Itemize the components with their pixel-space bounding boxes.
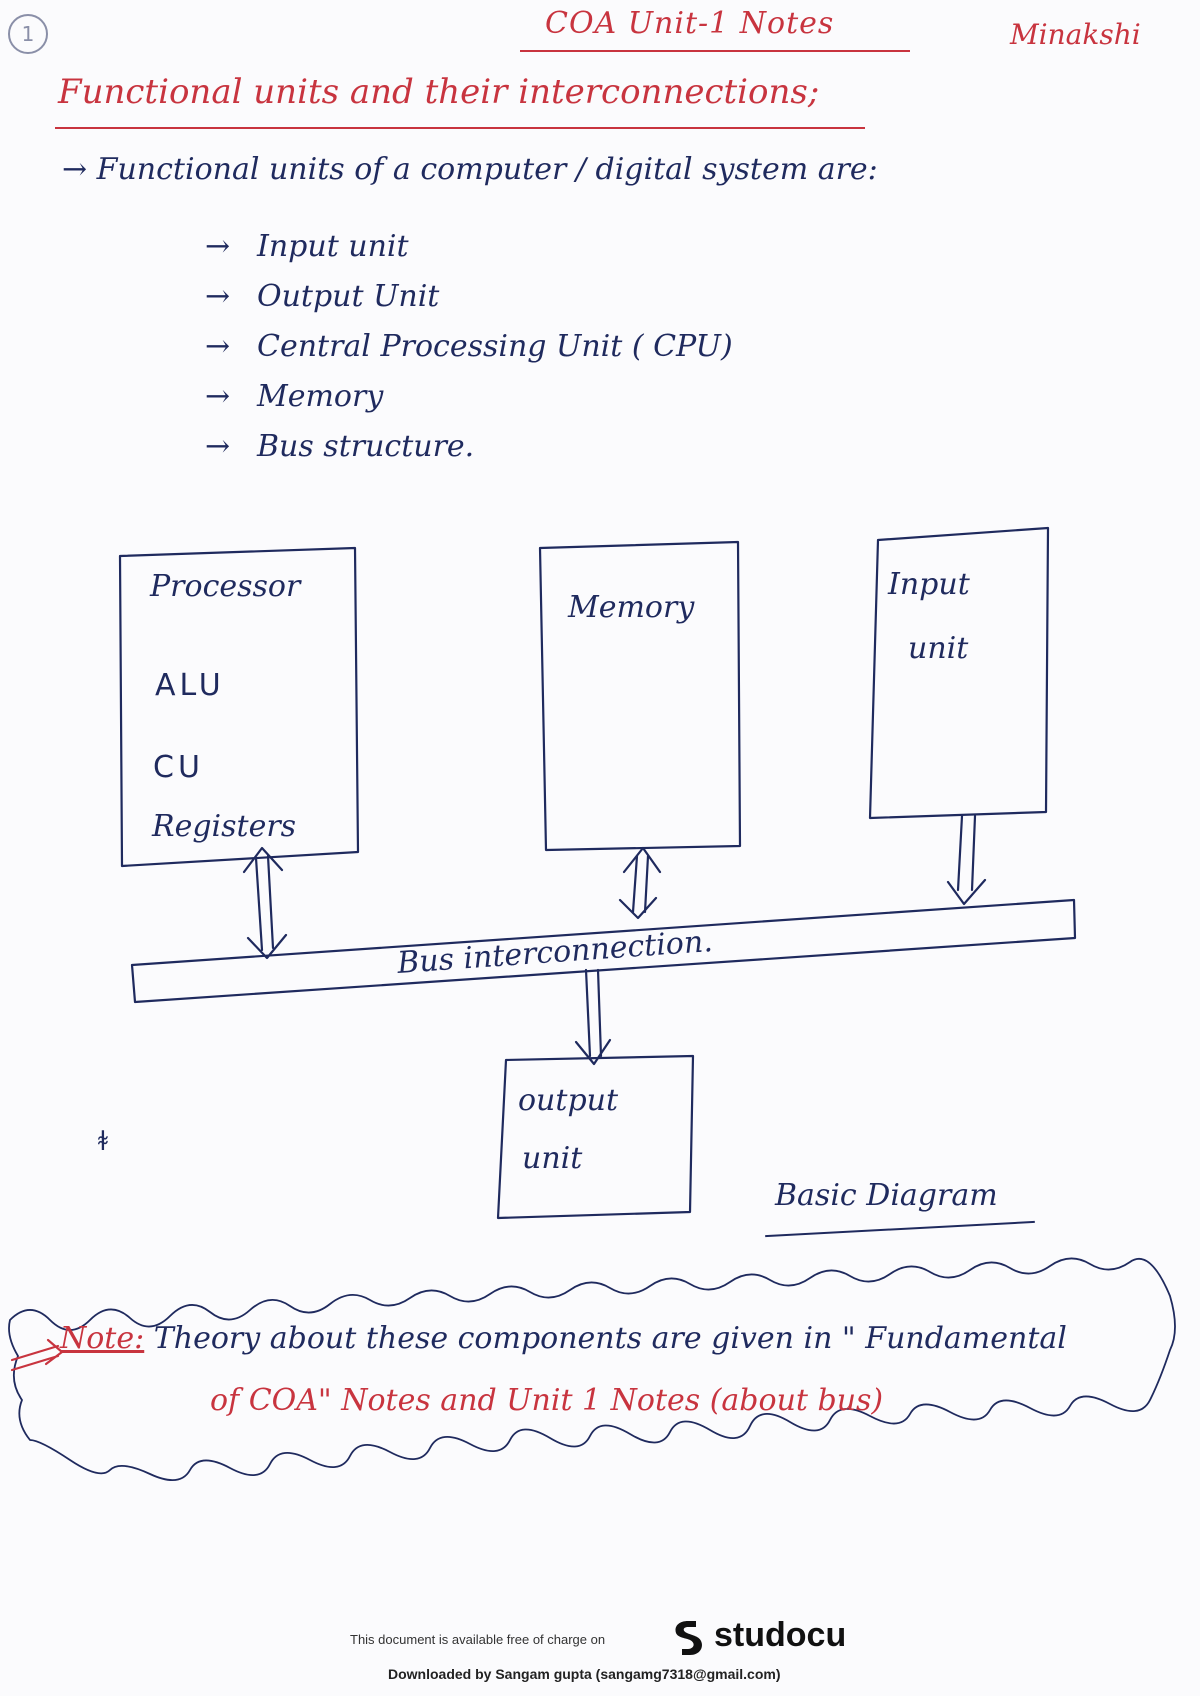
- section-title-underline: [55, 127, 865, 129]
- input-unit-line1: Input: [887, 567, 971, 602]
- note-line1: Theory about these components are given …: [153, 1321, 1067, 1356]
- list-item: → Memory: [205, 372, 733, 422]
- note-wavy-border: [8, 1257, 1176, 1481]
- list-item-label: Input unit: [257, 229, 409, 264]
- output-unit-box: [496, 1054, 695, 1220]
- note-line1-row: Note: Theory about these components are …: [60, 1308, 1170, 1370]
- page-number: 1: [8, 14, 48, 54]
- list-item: → Output Unit: [205, 272, 733, 322]
- note-block: Note: Theory about these components are …: [60, 1308, 1170, 1432]
- processor-box: [118, 546, 360, 868]
- arrow-right-icon: →: [205, 379, 231, 414]
- footer-available-text: This document is available free of charg…: [350, 1632, 606, 1647]
- arrow-right-icon: →: [205, 429, 231, 464]
- input-bus-arrow: [946, 814, 987, 906]
- list-item: → Bus structure.: [205, 422, 733, 472]
- list-item-label: Output Unit: [257, 279, 440, 314]
- arrow-right-icon: →: [205, 279, 231, 314]
- diagram-caption: Basic Diagram: [775, 1178, 998, 1213]
- note-label: Note:: [60, 1321, 145, 1356]
- list-item-label: Central Processing Unit ( CPU): [257, 329, 733, 364]
- memory-box: [538, 540, 742, 852]
- memory-bus-arrow: [618, 846, 662, 920]
- side-mark: ꬸ: [98, 1127, 108, 1157]
- output-unit-line2: unit: [522, 1141, 583, 1176]
- input-unit-box: [868, 526, 1050, 820]
- input-unit-line2: unit: [908, 631, 969, 666]
- note-line2: of COA" Notes and Unit 1 Notes (about bu…: [210, 1383, 884, 1418]
- header-underline: [520, 50, 910, 52]
- arrow-right-icon: →: [205, 229, 231, 264]
- functional-units-list: → Input unit → Output Unit → Central Proces…: [205, 222, 733, 472]
- bus-bar: [130, 898, 1077, 1004]
- list-item: → Input unit: [205, 222, 733, 272]
- processor-title: Processor: [149, 569, 302, 604]
- arrow-right-icon: →: [205, 329, 231, 364]
- memory-title: Memory: [567, 590, 695, 625]
- studocu-brand: studocu: [714, 1616, 847, 1654]
- author-name: Minakshi: [1010, 18, 1141, 51]
- section-title: Functional units and their interconnecti…: [58, 72, 820, 112]
- bus-output-arrow: [574, 968, 612, 1066]
- output-unit-line1: output: [518, 1083, 619, 1118]
- studocu-logo[interactable]: studocu: [668, 1616, 846, 1657]
- note-pointer-arrow: [10, 1338, 64, 1372]
- processor-bus-arrow: [242, 846, 288, 960]
- footer-downloaded-text: Downloaded by Sangam gupta (sangamg7318@…: [388, 1666, 781, 1682]
- list-item: → Central Processing Unit ( CPU): [205, 322, 733, 372]
- intro-text: → Functional units of a computer / digit…: [62, 152, 878, 187]
- list-item-label: Bus structure.: [257, 429, 475, 464]
- header-title: COA Unit-1 Notes: [545, 6, 835, 41]
- processor-cu: CU: [153, 750, 204, 785]
- studocu-icon: [675, 1621, 702, 1656]
- list-item-label: Memory: [257, 379, 384, 414]
- processor-alu: ALU: [155, 668, 225, 703]
- processor-registers: Registers: [151, 809, 296, 844]
